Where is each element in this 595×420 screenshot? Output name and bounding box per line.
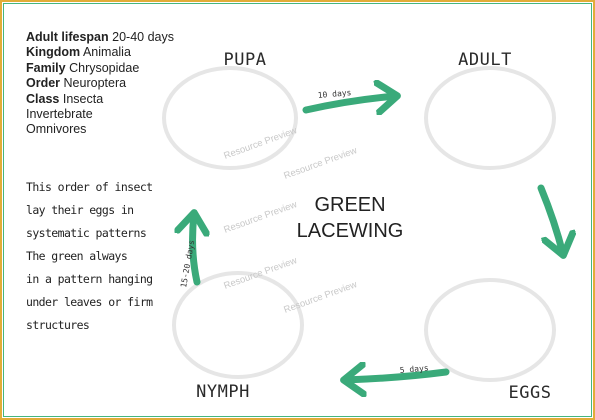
- fact-label: Class: [26, 91, 60, 106]
- eggs-circle: [424, 278, 556, 382]
- title-line-1: GREEN: [314, 194, 386, 216]
- stage-label-eggs: EGGS: [508, 383, 552, 403]
- title-line-2: LACEWING: [296, 220, 404, 242]
- fact-value: 20-40 days: [112, 30, 174, 44]
- fact-value: Chrysopidae: [69, 60, 140, 75]
- stage-label-adult: ADULT: [458, 50, 512, 70]
- fact-label: Kingdom: [26, 45, 81, 60]
- inner-frame: [3, 3, 592, 417]
- duration-pupa-to-adult: 10 days: [317, 88, 352, 100]
- fact-label: Family: [26, 60, 66, 75]
- stage-label-pupa: PUPA: [223, 50, 267, 70]
- fact-class: Class Insecta: [26, 92, 174, 107]
- note-line: The green always: [26, 249, 128, 263]
- fact-value: Omnivores: [26, 122, 87, 137]
- fact-value: Animalia: [82, 45, 131, 60]
- stage-label-nymph: NYMPH: [196, 382, 250, 402]
- fact-lifespan: Adult lifespan 20-40 days: [26, 30, 174, 45]
- note-line: systematic patterns: [26, 226, 147, 240]
- fact-order: Order Neuroptera: [26, 76, 174, 91]
- note-line: under leaves or firm: [26, 295, 153, 309]
- note-line: This order of insect: [26, 180, 153, 194]
- fact-value: Neuroptera: [63, 76, 127, 91]
- fact-family: Family Chrysopidae: [26, 61, 174, 76]
- nymph-circle: [172, 271, 304, 379]
- duration-eggs-to-nymph: 5 days: [399, 363, 429, 375]
- facts-list: Adult lifespan 20-40 days Kingdom Animal…: [26, 30, 174, 138]
- arrow-eggs-to-nymph: [345, 372, 450, 380]
- fact-label: Adult lifespan: [26, 30, 109, 44]
- fact-value: Invertebrate: [26, 107, 93, 122]
- fact-diet: Omnivores: [26, 122, 174, 137]
- arrow-adult-to-eggs: [537, 184, 563, 254]
- pupa-circle: [162, 66, 298, 170]
- note-line: lay their eggs in: [26, 203, 134, 217]
- diagram-title: GREEN LACEWING: [280, 192, 420, 244]
- arrow-pupa-to-adult: [302, 96, 396, 110]
- arrow-nymph-to-pupa: [193, 214, 197, 286]
- fact-kingdom: Kingdom Animalia: [26, 45, 174, 60]
- fact-invertebrate: Invertebrate: [26, 107, 174, 122]
- fact-label: Order: [26, 76, 61, 91]
- note-line: structures: [26, 318, 90, 332]
- adult-circle: [424, 66, 556, 170]
- fact-value: Insecta: [62, 91, 104, 106]
- egg-laying-note: This order of insect lay their eggs in s…: [26, 176, 186, 337]
- note-line: in a pattern hanging: [26, 272, 153, 286]
